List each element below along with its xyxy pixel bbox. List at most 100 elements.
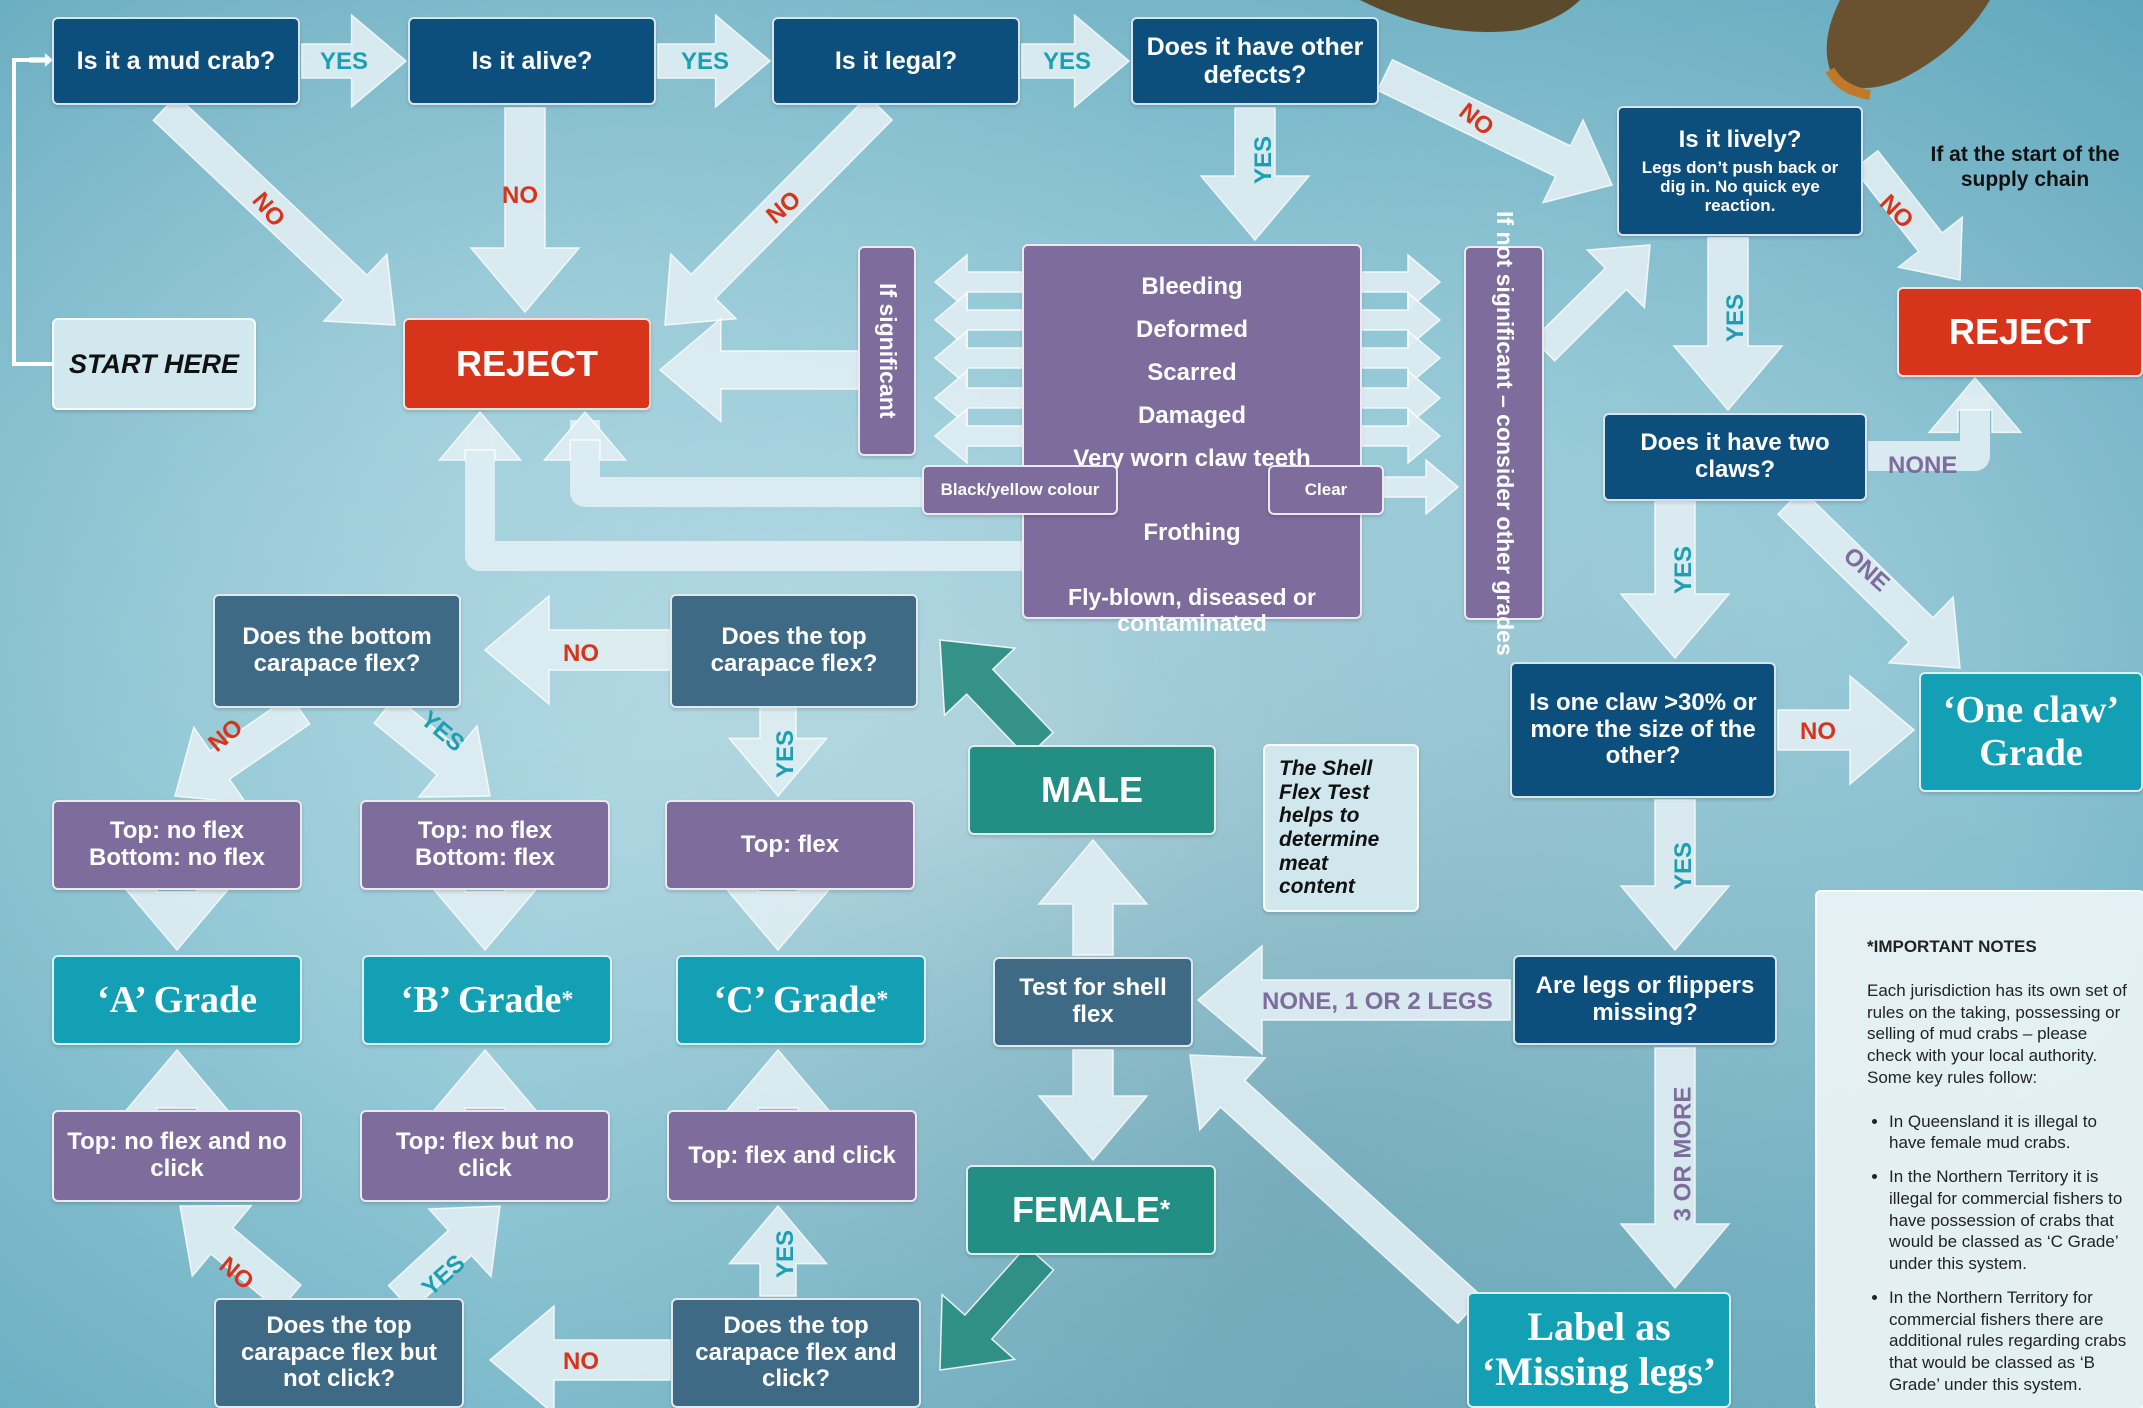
flow-arrow bbox=[1853, 149, 1964, 281]
grade-b-box: ‘B’ Grade* bbox=[362, 955, 612, 1045]
female-asterisk: * bbox=[1159, 1194, 1171, 1225]
reject-box: REJECT bbox=[403, 318, 651, 410]
male-arrow bbox=[939, 639, 1055, 759]
defect-item: Bleeding bbox=[1141, 273, 1243, 300]
question-top-flex-click: Does the top carapace flex and click? bbox=[671, 1298, 921, 1408]
flow-connector bbox=[465, 430, 1022, 571]
notes-item: In Queensland it is illegal to have fema… bbox=[1889, 1111, 2131, 1155]
edge-label-no: NO bbox=[563, 640, 599, 667]
if-not-significant-label: If not significant – consider other grad… bbox=[1464, 211, 1544, 655]
flow-arrow bbox=[1777, 674, 1916, 786]
black-yellow-colour-box: Black/yellow colour bbox=[922, 465, 1118, 515]
flow-arrow bbox=[1361, 407, 1442, 465]
female-box: FEMALE* bbox=[966, 1165, 1216, 1255]
start-loop-connector bbox=[12, 58, 52, 366]
flow-arrow bbox=[542, 410, 628, 461]
start-here-box: START HERE bbox=[52, 318, 256, 410]
flow-arrow bbox=[1196, 944, 1511, 1056]
flow-arrow bbox=[301, 13, 408, 109]
flow-arrow bbox=[483, 594, 671, 706]
edge-label-no: NO bbox=[502, 182, 538, 209]
question-legs-missing: Are legs or flippers missing? bbox=[1513, 955, 1777, 1045]
question-bottom-flex: Does the bottom carapace flex? bbox=[213, 594, 461, 708]
flow-arrow bbox=[1619, 501, 1731, 660]
flow-arrow bbox=[933, 291, 1023, 349]
top-no-flex-bottom-flex-box: Top: no flex Bottom: flex bbox=[360, 800, 610, 890]
edge-label-yes: YES bbox=[772, 729, 800, 779]
flow-arrow bbox=[664, 94, 894, 326]
fly-blown-label: Fly-blown, diseased or contaminated bbox=[1068, 584, 1316, 636]
top-no-flex-no-click-box: Top: no flex and no click bbox=[52, 1110, 302, 1202]
flow-arrow bbox=[933, 407, 1023, 465]
if-significant-label: If significant bbox=[858, 246, 916, 456]
notes-item: In the Northern Territory it is illegal … bbox=[1889, 1166, 2131, 1275]
flow-arrow bbox=[1361, 329, 1442, 387]
female-label: FEMALE bbox=[1011, 1188, 1160, 1230]
reject-box-right: REJECT bbox=[1897, 287, 2143, 377]
question-legal: Is it legal? bbox=[772, 17, 1020, 105]
question-lively-note: Legs don’t push back or dig in. No quick… bbox=[1641, 157, 1839, 215]
defect-item: Scarred bbox=[1147, 358, 1237, 386]
edge-label-3-or-more: 3 OR MORE bbox=[1669, 1086, 1697, 1222]
flow-arrow bbox=[727, 1204, 829, 1297]
flow-arrow bbox=[387, 1205, 501, 1312]
notes-item: In the Northern Territory for commercial… bbox=[1889, 1287, 2131, 1396]
one-claw-grade-box: ‘One claw’ Grade bbox=[1919, 672, 2143, 792]
top-flex-and-click-box: Top: flex and click bbox=[667, 1110, 917, 1202]
male-box: MALE bbox=[968, 745, 1216, 835]
edge-label-yes: YES bbox=[320, 48, 369, 75]
question-lively: Is it lively? Legs don’t push back or di… bbox=[1617, 106, 1863, 236]
flow-arrow bbox=[933, 253, 1023, 311]
flow-arrow bbox=[121, 885, 233, 952]
flow-arrow bbox=[1021, 13, 1131, 109]
grade-b-asterisk: * bbox=[561, 986, 574, 1013]
flow-arrow bbox=[429, 1048, 541, 1115]
flow-arrow bbox=[1777, 488, 1961, 669]
question-top-flex: Does the top carapace flex? bbox=[670, 594, 918, 708]
flow-arrow bbox=[727, 707, 829, 798]
defect-item: Deformed bbox=[1135, 315, 1249, 343]
flow-arrow bbox=[174, 694, 311, 804]
grade-c-box: ‘C’ Grade* bbox=[676, 955, 926, 1045]
flow-arrow bbox=[121, 1048, 233, 1115]
grade-a-box: ‘A’ Grade bbox=[52, 955, 302, 1045]
flow-arrow bbox=[429, 885, 541, 952]
question-mud-crab: Is it a mud crab? bbox=[52, 17, 300, 105]
flow-connector bbox=[570, 420, 922, 507]
flow-arrow bbox=[1361, 369, 1442, 427]
edge-label-yes: YES bbox=[1670, 545, 1698, 595]
top-no-flex-bottom-no-flex-box: Top: no flex Bottom: no flex bbox=[52, 800, 302, 890]
flow-arrow bbox=[1532, 244, 1651, 362]
edge-label-yes: YES bbox=[681, 48, 730, 75]
shell-flex-note: The Shell Flex Test helps to determine m… bbox=[1263, 744, 1419, 912]
start-loop-arrowhead bbox=[29, 52, 54, 68]
top-flex-no-click-box: Top: flex but no click bbox=[360, 1110, 610, 1202]
top-flex-box: Top: flex bbox=[665, 800, 915, 890]
missing-legs-box: Label as ‘Missing legs’ bbox=[1467, 1292, 1731, 1408]
question-claw-size: Is one claw >30% or more the size of the… bbox=[1510, 662, 1776, 798]
edge-label-none: NONE bbox=[1888, 452, 1958, 479]
flow-arrow bbox=[1189, 1054, 1484, 1325]
edge-label-yes: YES bbox=[1250, 135, 1278, 185]
notes-intro: Each jurisdiction has its own set of rul… bbox=[1867, 980, 2127, 1087]
flow-arrow bbox=[437, 410, 523, 461]
defect-item: Damaged bbox=[1137, 401, 1247, 429]
flow-arrow bbox=[657, 13, 772, 109]
flow-arrow bbox=[1619, 1047, 1731, 1290]
flow-arrow bbox=[1037, 1049, 1149, 1162]
grade-c-asterisk: * bbox=[876, 986, 889, 1013]
grade-b-label: ‘B’ Grade bbox=[400, 978, 562, 1021]
edge-label-no: NO bbox=[1800, 718, 1836, 745]
flow-arrow bbox=[722, 1048, 834, 1115]
flow-arrow bbox=[658, 317, 859, 423]
grade-c-label: ‘C’ Grade bbox=[713, 978, 877, 1021]
flow-arrow bbox=[1383, 458, 1460, 516]
flow-arrow bbox=[1037, 838, 1149, 956]
flow-arrow bbox=[933, 329, 1023, 387]
edge-label-yes: YES bbox=[1722, 293, 1750, 343]
test-shell-flex-box: Test for shell flex bbox=[993, 957, 1193, 1047]
flow-arrow bbox=[1672, 237, 1784, 412]
